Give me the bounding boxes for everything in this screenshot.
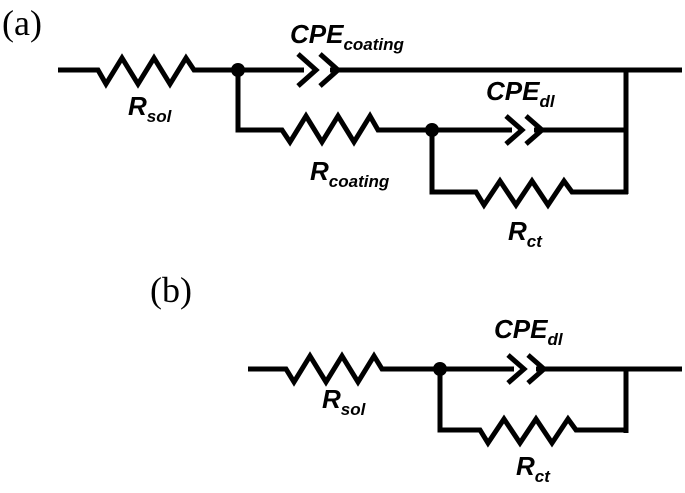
label-r-ct-b: Rct: [516, 451, 551, 486]
label-r-ct-a: Rct: [508, 216, 543, 251]
cpe-dl-plate-left-b: [506, 353, 528, 385]
label-cpe-dl-b: CPEdl: [494, 314, 564, 349]
resistor-r-sol-a: [58, 53, 238, 89]
label-cpe-dl-a: CPEdl: [486, 76, 556, 111]
panel-label-b: (b): [150, 270, 192, 310]
circuit-a: (a) Rsol CPEcoating Rcoating CPEdl Rct: [2, 3, 682, 251]
resistor-r-sol-b: [248, 351, 440, 387]
label-r-sol-b: Rsol: [322, 384, 367, 419]
panel-label-a: (a): [2, 3, 42, 43]
resistor-r-ct-b: [437, 369, 628, 448]
label-r-sol-a: Rsol: [128, 91, 173, 126]
resistor-r-coating: [235, 70, 432, 147]
label-r-coating: Rcoating: [310, 156, 390, 191]
circuit-b: (b) Rsol CPEdl Rct: [150, 270, 682, 486]
label-cpe-coating: CPEcoating: [290, 19, 405, 54]
cpe-coating-plate-left: [296, 52, 320, 88]
resistor-r-ct-a: [429, 130, 628, 210]
cpe-dl-plate-left-a: [504, 114, 526, 146]
